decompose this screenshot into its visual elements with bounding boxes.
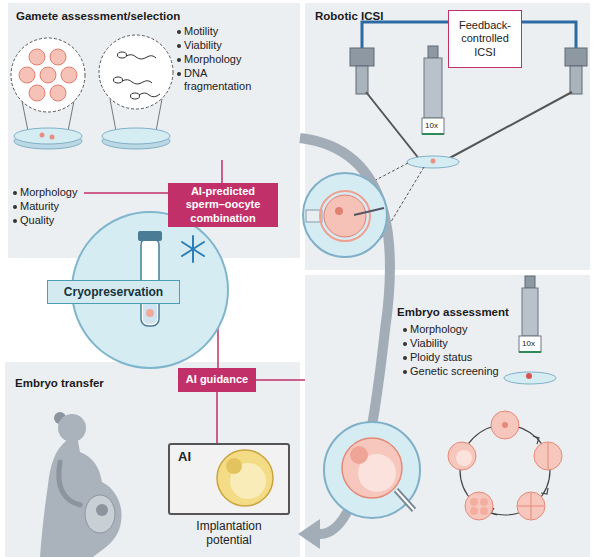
bullet-dot xyxy=(177,44,181,48)
panel-heading: Robotic ICSI xyxy=(315,9,383,23)
bullet-dot xyxy=(403,370,407,374)
bullet-dot xyxy=(403,356,407,360)
magnification-label: 10x xyxy=(425,121,438,131)
bullet-item: Maturity xyxy=(20,200,59,213)
bullet-item: Morphology xyxy=(184,53,241,66)
ai-tablet: AIImplantation potential xyxy=(168,443,290,515)
bullet-item: Morphology xyxy=(20,186,77,199)
box-label: AI guidance xyxy=(186,373,248,386)
box-label: Feedback-controlled ICSI xyxy=(453,19,517,59)
embryo-transfer-panel: Embryo transferAI guidanceAIImplantation… xyxy=(5,362,300,557)
bullet-dot xyxy=(403,342,407,346)
cryo-label-box: Cryopreservation xyxy=(47,280,180,304)
bullet-item: Genetic screening xyxy=(410,365,499,378)
box-label: Cryopreservation xyxy=(64,285,163,299)
box-label: AI-predicted sperm–oocyte combination xyxy=(172,185,274,225)
icsi-panel: Robotic ICSI Feedback-controlled ICSI xyxy=(305,3,590,270)
feedback-box: Feedback-controlled ICSI xyxy=(448,10,522,68)
panel-heading: Embryo transfer xyxy=(15,376,104,390)
bullet-dot xyxy=(13,205,17,209)
frozen-embryo xyxy=(146,309,154,317)
bullet-item: Viability xyxy=(184,39,222,52)
bullet-dot xyxy=(13,191,17,195)
bullet-item: Viability xyxy=(410,337,448,350)
bullet-dot xyxy=(13,219,17,223)
panel-heading: Gamete assessment/selection xyxy=(16,9,180,23)
bullet-dot xyxy=(177,72,181,76)
panel-heading: Embryo assessment xyxy=(397,305,509,319)
bullet-dot xyxy=(177,58,181,62)
ai-guidance-box: AI guidance xyxy=(178,368,256,392)
bullet-item: DNA fragmentation xyxy=(184,67,260,93)
bullet-item: Ploidy status xyxy=(410,351,472,364)
bullet-dot xyxy=(403,328,407,332)
tablet-caption: Implantation potential xyxy=(178,519,280,547)
bullet-item: Quality xyxy=(20,214,54,227)
bullet-dot xyxy=(177,30,181,34)
tablet-label: AI xyxy=(178,449,191,464)
bullet-item: Morphology xyxy=(410,323,467,336)
gamete-panel: Gamete assessment/selectionMotilityViabi… xyxy=(8,3,300,258)
magnification-label: 10x xyxy=(522,339,535,349)
embryo-assessment-panel: Embryo assessmentMorphologyViabilityPloi… xyxy=(305,275,590,557)
ai-box: AI-predicted sperm–oocyte combination xyxy=(168,183,278,227)
bullet-item: Motility xyxy=(184,25,218,38)
